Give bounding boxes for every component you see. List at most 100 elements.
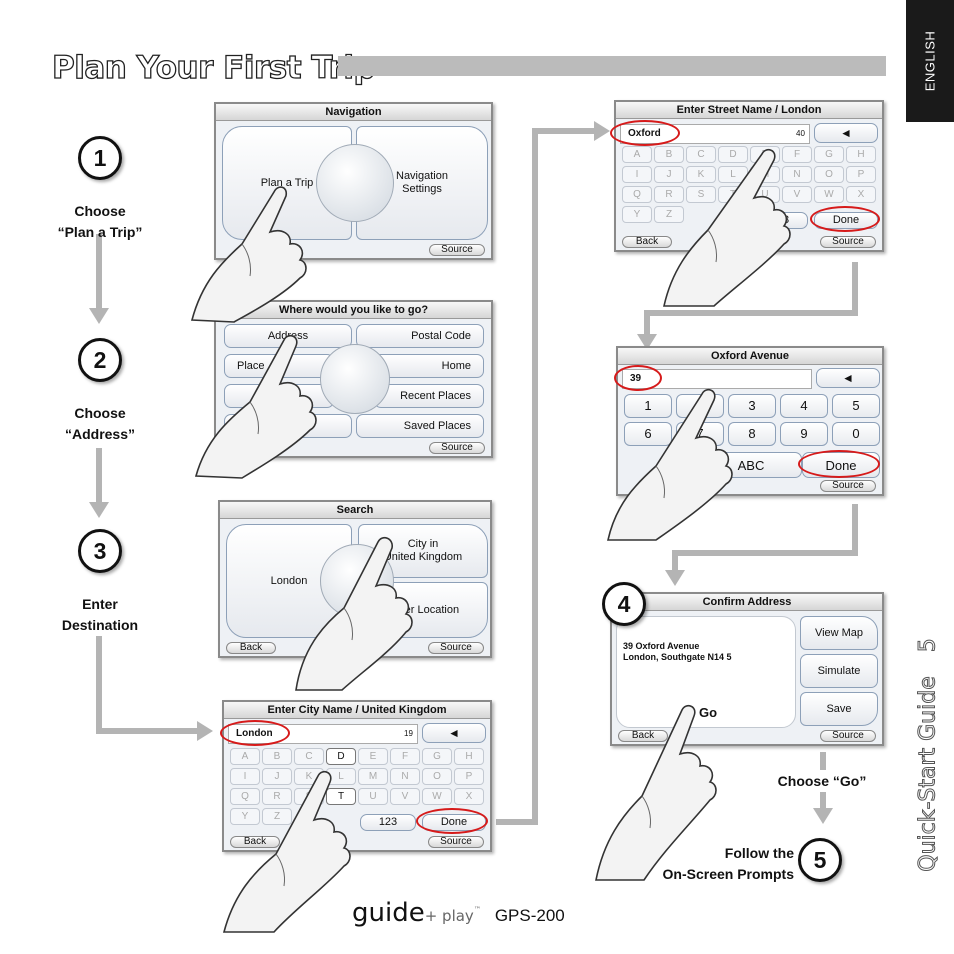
recent-places-button[interactable]: Recent Places (374, 384, 484, 408)
keyboard-key[interactable]: R (262, 788, 292, 805)
step-2-badge: 2 (78, 338, 122, 382)
arrow-right-icon (594, 121, 610, 141)
language-label: ENGLISH (922, 30, 938, 92)
highlight-ring (610, 120, 680, 146)
backspace-button[interactable]: ◄ (814, 123, 878, 143)
keyboard-key[interactable]: V (390, 788, 420, 805)
back-button[interactable]: Back (226, 642, 276, 654)
saved-places-button[interactable]: Saved Places (356, 414, 484, 438)
highlight-ring (614, 365, 662, 391)
keyboard-key[interactable]: C (294, 748, 324, 765)
keyboard-key[interactable]: Q (622, 186, 652, 203)
source-button[interactable]: Source (820, 480, 876, 492)
keyboard-key[interactable]: O (814, 166, 844, 183)
keyboard-key[interactable]: P (454, 768, 484, 785)
keyboard-key[interactable]: E (358, 748, 388, 765)
keyboard-key[interactable]: X (846, 186, 876, 203)
number-key[interactable]: 6 (624, 422, 672, 446)
pointing-hand-icon (607, 388, 733, 541)
keyboard-key[interactable]: B (654, 146, 684, 163)
keyboard-key[interactable]: I (230, 768, 260, 785)
connector-line (496, 819, 538, 825)
keyboard-key[interactable]: Z (262, 808, 292, 825)
connector-line (96, 448, 102, 508)
keyboard-key[interactable]: D (326, 748, 356, 765)
number-key[interactable]: 5 (832, 394, 880, 418)
number-key[interactable]: 8 (728, 422, 776, 446)
keyboard-key[interactable]: H (846, 146, 876, 163)
keyboard-key[interactable]: X (454, 788, 484, 805)
number-key[interactable]: 0 (832, 422, 880, 446)
keyboard-key[interactable]: Z (654, 206, 684, 223)
source-button[interactable]: Source (428, 642, 484, 654)
go-button[interactable]: Go (699, 705, 718, 720)
keyboard-key[interactable]: A (230, 748, 260, 765)
number-key[interactable]: 4 (780, 394, 828, 418)
keyboard-key[interactable]: J (654, 166, 684, 183)
save-button[interactable]: Save (800, 692, 878, 726)
address-line-2: London, Southgate N14 5 (623, 652, 732, 662)
numbers-button[interactable]: 123 (360, 814, 416, 831)
keyboard-key[interactable]: V (782, 186, 812, 203)
source-button[interactable]: Source (820, 730, 876, 742)
view-map-button[interactable]: View Map (800, 616, 878, 650)
keyboard-key[interactable]: F (390, 748, 420, 765)
home-button[interactable]: Home (374, 354, 484, 378)
connector-line (532, 128, 538, 825)
number-key[interactable]: 1 (624, 394, 672, 418)
number-key[interactable]: 9 (780, 422, 828, 446)
arrow-right-icon (197, 721, 213, 741)
backspace-button[interactable]: ◄ (422, 723, 486, 743)
keyboard-key[interactable]: N (782, 166, 812, 183)
back-button[interactable]: Back (622, 236, 672, 248)
connector-line (96, 728, 200, 734)
keyboard-key[interactable]: G (814, 146, 844, 163)
keyboard-key[interactable]: P (846, 166, 876, 183)
source-button[interactable]: Source (429, 442, 485, 454)
keyboard-key[interactable]: W (814, 186, 844, 203)
keyboard-key[interactable]: M (358, 768, 388, 785)
backspace-button[interactable]: ◄ (816, 368, 880, 388)
keyboard-key[interactable]: Y (230, 808, 260, 825)
center-dial (320, 344, 390, 414)
pointing-hand-icon (190, 186, 307, 323)
keyboard-key[interactable]: Q (230, 788, 260, 805)
step-4-badge: 4 (602, 582, 646, 626)
postal-code-button[interactable]: Postal Code (356, 324, 484, 348)
keyboard-key[interactable]: R (654, 186, 684, 203)
title-bar-decoration (338, 56, 886, 76)
keyboard-key[interactable]: H (454, 748, 484, 765)
highlight-ring (416, 808, 488, 834)
logo-guide: guide (352, 898, 425, 928)
back-button[interactable]: Back (618, 730, 668, 742)
keyboard-key[interactable]: N (390, 768, 420, 785)
step-3-badge: 3 (78, 529, 122, 573)
keyboard-key[interactable]: A (622, 146, 652, 163)
pointing-hand-icon (663, 148, 791, 307)
simulate-button[interactable]: Simulate (800, 654, 878, 688)
keyboard-key[interactable]: J (262, 768, 292, 785)
number-key[interactable]: 3 (728, 394, 776, 418)
keyboard-key[interactable]: W (422, 788, 452, 805)
page-number: 5 (915, 638, 941, 653)
back-button[interactable]: Back (230, 836, 280, 848)
keyboard-key[interactable]: T (326, 788, 356, 805)
keyboard-key[interactable]: Y (622, 206, 652, 223)
keyboard-key[interactable]: D (718, 146, 748, 163)
keyboard-key[interactable]: O (422, 768, 452, 785)
keyboard-key[interactable]: K (686, 166, 716, 183)
source-button[interactable]: Source (820, 236, 876, 248)
keyboard-key[interactable]: G (422, 748, 452, 765)
keyboard-key[interactable]: C (686, 146, 716, 163)
keyboard-key[interactable]: B (262, 748, 292, 765)
pointing-hand-icon (295, 536, 413, 691)
source-button[interactable]: Source (429, 244, 485, 256)
keyboard-key[interactable]: S (686, 186, 716, 203)
screen-title: Where would you like to go? (216, 302, 491, 319)
source-button[interactable]: Source (428, 836, 484, 848)
keyboard-key[interactable]: F (782, 146, 812, 163)
keyboard-key[interactable]: U (358, 788, 388, 805)
keyboard-key[interactable]: I (622, 166, 652, 183)
connector-line (852, 262, 858, 316)
